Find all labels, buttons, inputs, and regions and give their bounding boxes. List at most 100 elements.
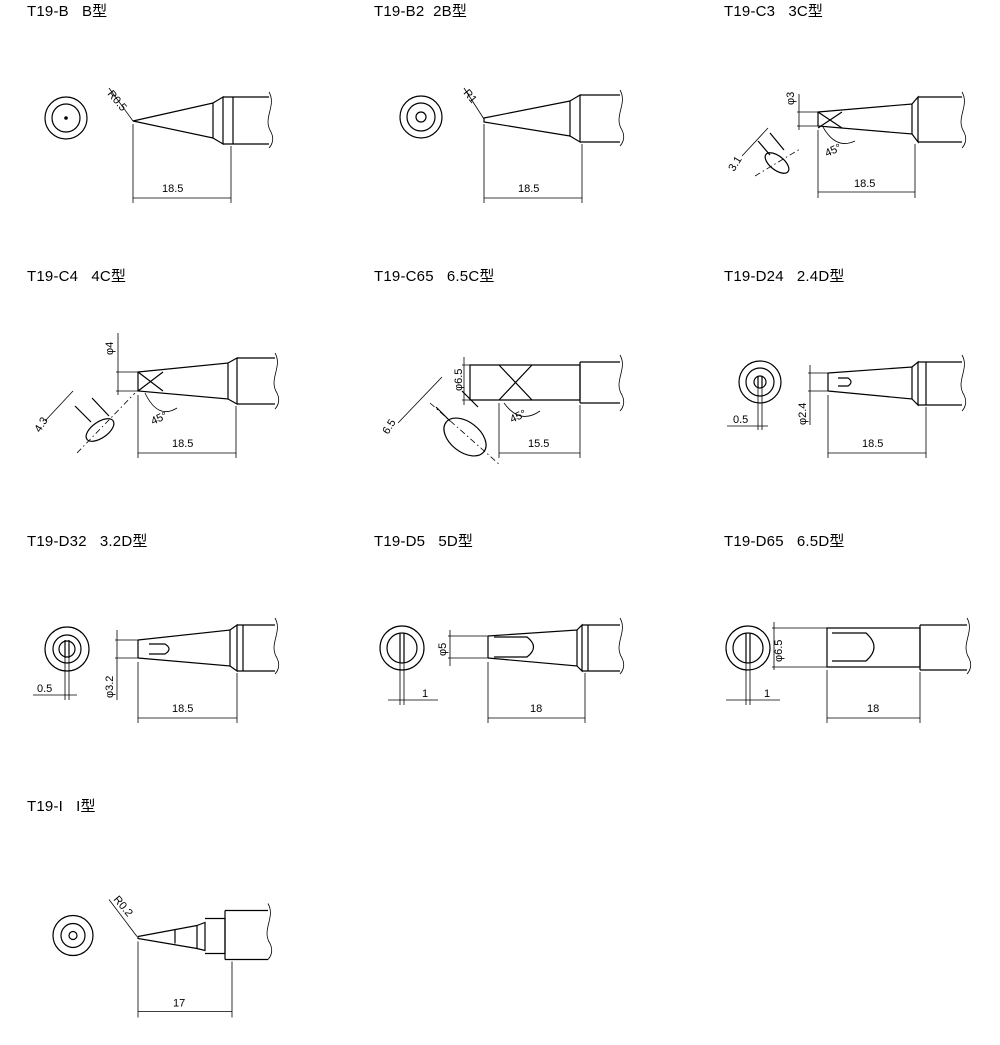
tip-type: 4C型 [91, 268, 127, 285]
face-view: 3.1 [726, 127, 801, 177]
length-label: 18.5 [172, 703, 193, 715]
tip-drawing-t19-c3: 3.1 φ3 45° 18.5 [726, 91, 967, 198]
tip-model: T19-B [27, 3, 69, 20]
side-view [132, 91, 274, 149]
tip-model: T19-C65 [374, 268, 434, 285]
length-label: 18.5 [172, 438, 193, 450]
end-view [44, 96, 88, 140]
angle-label: 45° [149, 410, 169, 428]
tip-model: T19-D65 [724, 533, 784, 550]
tip-title: T19-C4 4C型 [27, 265, 126, 286]
tip-type: B型 [81, 3, 108, 20]
length-label: 18.5 [854, 178, 875, 190]
tip-type: I型 [76, 798, 96, 815]
tip-title: T19-C3 3C型 [724, 0, 823, 21]
side-view [137, 903, 273, 961]
side-view [137, 352, 280, 410]
end-view [52, 914, 94, 957]
tip-drawing-t19-i: R0.2 17 [52, 894, 273, 1018]
face-view: 4.3 [32, 390, 136, 454]
tip-type: 6.5D型 [796, 533, 845, 550]
length-label: 18.5 [862, 438, 883, 450]
tip-cell-t19-d5: T19-D5 5D型 1 φ5 18 [372, 530, 672, 780]
length-label: 18.5 [162, 183, 183, 195]
length-label: 15.5 [528, 438, 549, 450]
tip-drawing-t19-d32: 0.5 φ3.2 18.5 [33, 617, 280, 723]
dimensions: 0.5 φ2.4 18.5 [727, 365, 927, 458]
tip-title: T19-D65 6.5D型 [724, 530, 845, 551]
tip-drawing-t19-b2: R1 18.5 [399, 87, 625, 203]
end-view [379, 625, 425, 671]
tip-drawing-t19-c65: 6.5 φ6.5 45° 15.5 [380, 354, 625, 466]
tip-cell-t19-c4: T19-C4 4C型 4.3 φ4 45° [25, 265, 325, 515]
dimensions: 1 φ6.5 18 [726, 622, 921, 723]
tip-cell-t19-i: T19-I I型 R0.2 17 [25, 795, 325, 1045]
side-view [817, 91, 967, 149]
thickness-label: 1 [764, 688, 770, 700]
tip-title: T19-B B型 [27, 0, 107, 21]
tip-cell-t19-d32: T19-D32 3.2D型 0.5 φ3.2 18.5 [25, 530, 325, 780]
dimensions: φ4 45° 18.5 [104, 333, 237, 458]
dimensions: 0.5 φ3.2 18.5 [33, 630, 238, 723]
tip-cell-t19-d65: T19-D65 6.5D型 1 φ6.5 18 [722, 530, 1000, 780]
length-label: 18 [530, 703, 542, 715]
dimensions: R0.5 18.5 [105, 87, 232, 203]
tip-model: T19-D32 [27, 533, 87, 550]
tip-diagram-sheet: T19-B B型 R0.5 18.5 T19-B2 2B型 [25, 0, 1000, 1018]
dimensions: R0.2 17 [108, 894, 233, 1018]
dimensions: 1 φ5 18 [388, 630, 586, 723]
tip-model: T19-B2 [374, 3, 425, 20]
tip-model: T19-D24 [724, 268, 784, 285]
thickness-label: 1 [422, 688, 428, 700]
side-view [483, 89, 625, 147]
tip-drawing-t19-d24: 0.5 φ2.4 18.5 [727, 354, 967, 458]
side-view [827, 354, 967, 412]
angle-label: 45° [823, 142, 843, 160]
tip-type: 3.2D型 [99, 533, 148, 550]
thickness-label: 0.5 [733, 414, 748, 426]
dimensions: φ6.5 45° 15.5 [453, 357, 581, 458]
tip-cell-t19-b2: T19-B2 2B型 R1 18.5 [372, 0, 672, 250]
diameter-label: φ2.4 [797, 403, 809, 425]
side-view [137, 617, 280, 675]
tip-type: 2.4D型 [796, 268, 845, 285]
length-label: 18 [867, 703, 879, 715]
diameter-label: φ3 [785, 92, 797, 105]
tip-title: T19-B2 2B型 [374, 0, 467, 21]
tip-cell-t19-c65: T19-C65 6.5C型 6.5 φ6.5 45° [372, 265, 672, 515]
diameter-label: φ3.2 [104, 676, 116, 698]
tip-cell-t19-d24: T19-D24 2.4D型 0.5 φ2.4 18.5 [722, 265, 1000, 515]
thickness-label: 0.5 [37, 683, 52, 695]
tip-title: T19-D32 3.2D型 [27, 530, 148, 551]
tip-model: T19-D5 [374, 533, 426, 550]
diameter-label: φ5 [437, 643, 449, 656]
tip-model: T19-C3 [724, 3, 776, 20]
face-view: 6.5 [380, 376, 501, 466]
end-view [399, 95, 443, 139]
end-view [738, 360, 782, 404]
tip-title: T19-C65 6.5C型 [374, 265, 495, 286]
diameter-label: φ6.5 [453, 369, 465, 391]
face-label: 6.5 [380, 417, 398, 436]
tip-type: 5D型 [438, 533, 474, 550]
tip-cell-t19-c3: T19-C3 3C型 3.1 φ3 45° [722, 0, 1000, 250]
end-view [725, 625, 771, 671]
side-view [487, 617, 625, 675]
length-label: 17 [173, 998, 185, 1010]
end-view [44, 626, 90, 672]
length-label: 18.5 [518, 183, 539, 195]
tip-title: T19-D5 5D型 [374, 530, 473, 551]
diameter-label: φ6.5 [773, 640, 785, 662]
dimensions: R1 18.5 [461, 87, 583, 203]
side-view [826, 617, 972, 675]
tip-drawing-t19-c4: 4.3 φ4 45° 18.5 [32, 333, 280, 458]
tip-type: 3C型 [788, 3, 824, 20]
tip-drawing-t19-b: R0.5 18.5 [44, 87, 274, 203]
tip-drawing-t19-d65: 1 φ6.5 18 [725, 617, 972, 723]
tip-model: T19-I [27, 798, 64, 815]
tip-type: 2B型 [433, 3, 468, 20]
tip-model: T19-C4 [27, 268, 79, 285]
tip-title: T19-D24 2.4D型 [724, 265, 845, 286]
tip-type: 6.5C型 [446, 268, 495, 285]
tip-drawing-t19-d5: 1 φ5 18 [379, 617, 625, 723]
